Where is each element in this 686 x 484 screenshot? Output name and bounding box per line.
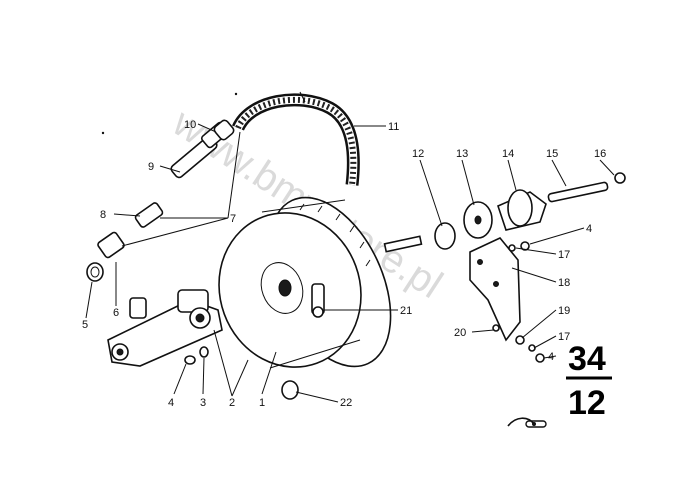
callout-14: 14	[502, 148, 514, 160]
leader-lines	[85, 123, 615, 403]
callout-2: 2	[229, 397, 235, 409]
group-number: 34 12	[566, 340, 612, 422]
callout-11: 11	[388, 121, 399, 133]
callout-8: 8	[100, 209, 106, 221]
brake-booster	[218, 196, 423, 369]
callout-5: 5	[82, 319, 88, 331]
callout-3: 3	[200, 397, 206, 409]
callout-17-lower: 17	[558, 331, 570, 343]
callout-18: 18	[558, 277, 570, 289]
callout-17-upper: 17	[558, 249, 570, 261]
check-valve-assembly	[86, 119, 235, 282]
callout-4-lower: 4	[548, 351, 554, 363]
callout-22: 22	[340, 397, 352, 409]
callout-7: 7	[230, 213, 236, 225]
callout-10: 10	[184, 119, 196, 131]
callout-labels: 1 2 3 4 4 4 5 6 7 8 9 10 11 12 13 14 15 …	[82, 119, 606, 409]
callout-16: 16	[594, 148, 606, 160]
o-ring	[281, 380, 299, 400]
callout-4-upper: 4	[586, 223, 592, 235]
group-minor: 12	[568, 384, 606, 422]
callout-20: 20	[454, 327, 466, 339]
washer-and-nut	[184, 346, 209, 365]
callout-15: 15	[546, 148, 558, 160]
bracket-and-hardware	[469, 237, 545, 363]
callout-19: 19	[558, 305, 570, 317]
callout-4-left: 4	[168, 397, 174, 409]
valve-and-filter-parts	[434, 172, 626, 250]
callout-9: 9	[148, 161, 154, 173]
catalog-symbol-icon	[507, 417, 547, 428]
callout-21: 21	[400, 305, 412, 317]
callout-1: 1	[259, 397, 265, 409]
callout-6: 6	[113, 307, 119, 319]
group-major: 34	[568, 340, 606, 378]
callout-12: 12	[412, 148, 424, 160]
callout-13: 13	[456, 148, 468, 160]
vacuum-hose	[232, 91, 360, 186]
master-cylinder	[107, 289, 223, 367]
